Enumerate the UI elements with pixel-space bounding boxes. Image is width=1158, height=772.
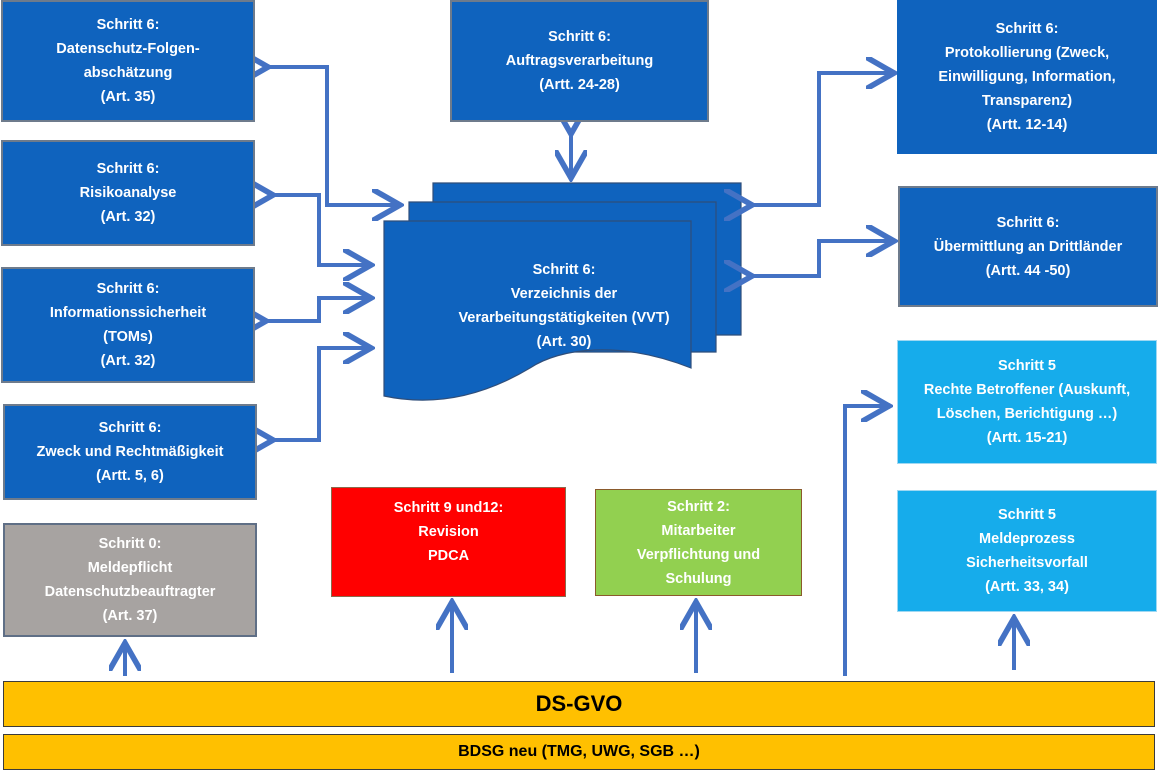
- uebermittlung-line-2: Übermittlung an Drittländer: [933, 238, 1123, 255]
- box-mitarbeiter: Schritt 2: Mitarbeiter Verpflichtung und…: [595, 489, 802, 596]
- bar-bdsg: BDSG neu (TMG, UWG, SGB …): [3, 734, 1155, 770]
- vvt-line-3: Verarbeitungstätigkeiten (VVT): [458, 310, 670, 326]
- revision-line-1: Schritt 9 und12:: [393, 500, 504, 516]
- meldeprozess-line-1: Schritt 5: [997, 507, 1056, 523]
- protokoll-line-3: Einwilligung, Information,: [938, 69, 1116, 85]
- auftrag-line-3: (Artt. 24-28): [539, 77, 620, 93]
- auftrag-line-1: Schritt 6:: [548, 29, 611, 45]
- mitarbeiter-line-2: Mitarbeiter: [661, 522, 736, 539]
- infosec-line-2: Informationssicherheit: [49, 305, 207, 321]
- box-dsfa: Schritt 6: Datenschutz-Folgen- abschätzu…: [1, 0, 255, 122]
- meldeprozess-line-4: (Artt. 33, 34): [985, 579, 1069, 595]
- vvt-doc-front: [383, 220, 692, 401]
- uebermittlung-line-1: Schritt 6:: [996, 214, 1060, 231]
- risiko-line-1: Schritt 6:: [96, 161, 160, 177]
- vvt-line-1: Schritt 6:: [532, 262, 596, 278]
- infosec-line-1: Schritt 6:: [96, 281, 160, 297]
- zweck-line-1: Schritt 6:: [98, 420, 162, 436]
- box-meldepflicht: Schritt 0: Meldepflicht Datenschutzbeauf…: [3, 523, 257, 637]
- protokoll-line-4: Transparenz): [981, 93, 1073, 109]
- arrow-dsgvo-rechte: [843, 406, 885, 676]
- mitarbeiter-line-3: Verpflichtung und: [636, 546, 761, 563]
- meldepflicht-line-4: (Art. 37): [102, 608, 158, 624]
- auftrag-line-2: Auftragsverarbeitung: [505, 53, 654, 69]
- box-auftragsverarbeitung: Schritt 6: Auftragsverarbeitung (Artt. 2…: [450, 0, 709, 122]
- risiko-line-3: (Art. 32): [100, 209, 156, 225]
- dsfa-line-3: abschätzung: [83, 65, 173, 81]
- dsgvo-label: DS-GVO: [535, 691, 623, 716]
- box-uebermittlung: Schritt 6: Übermittlung an Drittländer (…: [898, 186, 1158, 307]
- vvt-line-4: (Art. 30): [536, 334, 592, 350]
- arrow-uebermittlung-vvt: [748, 241, 890, 276]
- revision-line-3: PDCA: [427, 548, 470, 564]
- protokoll-line-1: Schritt 6:: [995, 21, 1059, 37]
- revision-line-2: Revision: [418, 524, 479, 540]
- bar-dsgvo: DS-GVO: [3, 681, 1155, 727]
- arrow-protokoll-vvt: [748, 73, 890, 205]
- uebermittlung-line-3: (Artt. 44 -50): [985, 262, 1071, 279]
- bdsg-label: BDSG neu (TMG, UWG, SGB …): [458, 743, 700, 760]
- vvt-line-2: Verzeichnis der: [510, 286, 618, 302]
- rechte-line-4: (Artt. 15-21): [986, 430, 1068, 446]
- vvt-label: Schritt 6: Verzeichnis der Verarbeitungs…: [384, 258, 744, 354]
- meldeprozess-line-2: Meldeprozess: [979, 531, 1075, 547]
- vvt-document-stack: [383, 182, 742, 401]
- meldepflicht-line-3: Datenschutzbeauftragter: [44, 584, 216, 600]
- arrow-dsfa-vvt: [264, 67, 396, 205]
- meldeprozess-line-3: Sicherheitsvorfall: [966, 555, 1088, 571]
- protokoll-line-5: (Artt. 12-14): [986, 117, 1068, 133]
- dsfa-line-1: Schritt 6:: [96, 17, 160, 33]
- meldepflicht-line-1: Schritt 0:: [98, 536, 162, 552]
- box-zweck-rechtmaessigkeit: Schritt 6: Zweck und Rechtmäßigkeit (Art…: [3, 404, 257, 500]
- mitarbeiter-line-1: Schritt 2:: [667, 498, 730, 515]
- infosec-line-4: (Art. 32): [100, 353, 156, 369]
- infosec-line-3: (TOMs): [103, 329, 153, 345]
- arrow-infosec-vvt: [262, 298, 367, 321]
- box-risikoanalyse: Schritt 6: Risikoanalyse (Art. 32): [1, 140, 255, 246]
- box-informationssicherheit: Schritt 6: Informationssicherheit (TOMs)…: [1, 267, 255, 383]
- risiko-line-2: Risikoanalyse: [79, 185, 177, 201]
- box-protokollierung: Schritt 6: Protokollierung (Zweck, Einwi…: [897, 0, 1157, 154]
- zweck-line-2: Zweck und Rechtmäßigkeit: [36, 444, 224, 460]
- rechte-line-3: Löschen, Berichtigung …): [936, 406, 1118, 422]
- arrow-zweck-vvt: [269, 348, 367, 440]
- protokoll-line-2: Protokollierung (Zweck,: [944, 45, 1110, 61]
- dsfa-line-2: Datenschutz-Folgen-: [56, 41, 200, 57]
- rechte-line-2: Rechte Betroffener (Auskunft,: [923, 382, 1131, 398]
- mitarbeiter-line-4: Schulung: [665, 570, 732, 587]
- box-meldeprozess: Schritt 5 Meldeprozess Sicherheitsvorfal…: [897, 490, 1157, 612]
- meldepflicht-line-2: Meldepflicht: [87, 560, 173, 576]
- box-revision: Schritt 9 und12: Revision PDCA: [331, 487, 566, 597]
- rechte-line-1: Schritt 5: [997, 358, 1056, 374]
- arrow-risiko-vvt: [269, 195, 367, 265]
- zweck-line-3: (Artt. 5, 6): [96, 468, 164, 484]
- dsfa-line-4: (Art. 35): [100, 89, 156, 105]
- box-rechte-betroffener: Schritt 5 Rechte Betroffener (Auskunft, …: [897, 340, 1157, 464]
